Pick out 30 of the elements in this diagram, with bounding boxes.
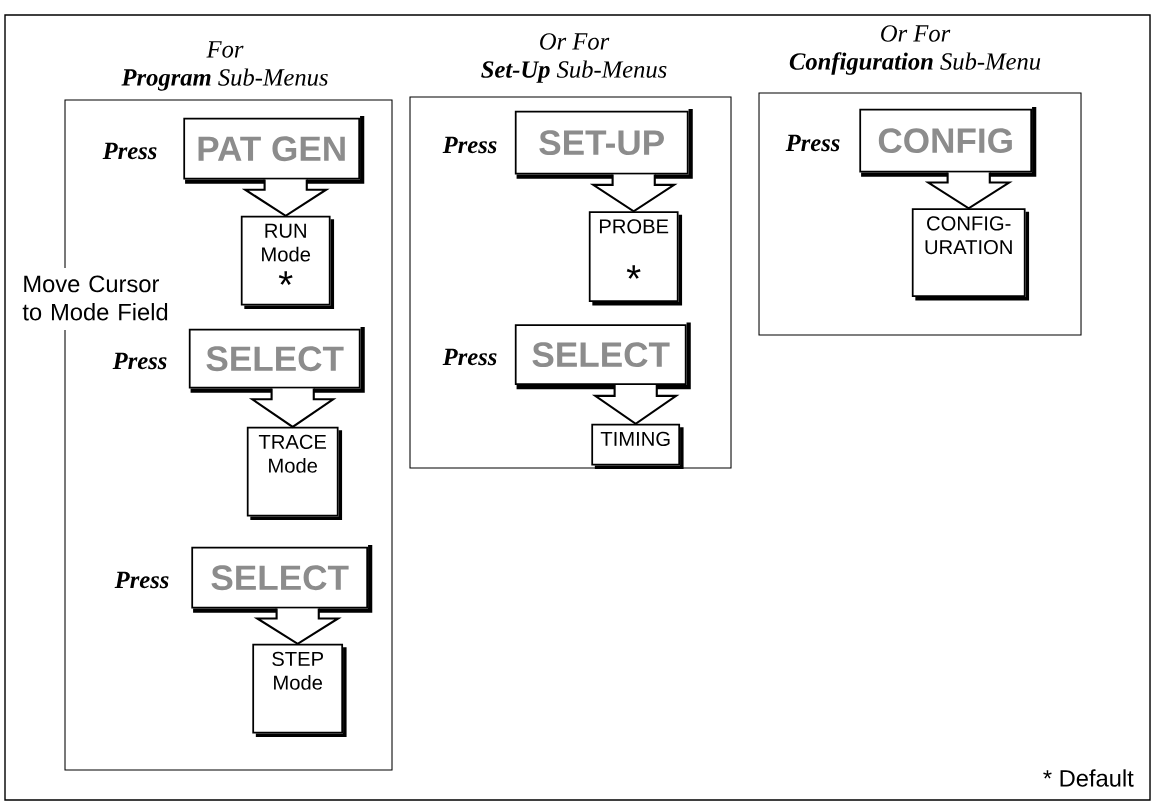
node-label: Configuration Sub-Menu bbox=[789, 52, 1041, 75]
block-arrow bbox=[924, 171, 1013, 210]
press-label: Press bbox=[112, 352, 167, 370]
key-button: SELECT bbox=[191, 545, 373, 613]
press-label: Press bbox=[442, 136, 497, 154]
key-button: SET-UP bbox=[514, 109, 693, 179]
press-label: Press bbox=[102, 142, 157, 160]
node-label: Set-Up Sub-Menus bbox=[481, 60, 667, 83]
mode-box: STEP Mode bbox=[252, 643, 347, 738]
key-button: PAT GEN bbox=[183, 116, 365, 184]
key-button: SELECT bbox=[188, 327, 365, 393]
block-arrow bbox=[248, 387, 337, 429]
block-arrow bbox=[253, 607, 342, 646]
legend-text: * Default bbox=[1043, 769, 1134, 787]
press-label: Press bbox=[785, 134, 840, 152]
block-arrow bbox=[591, 384, 680, 426]
node-label: Or For bbox=[881, 25, 951, 42]
mode-box: PROBE * bbox=[588, 211, 683, 306]
node-label: Or For bbox=[540, 33, 610, 50]
key-button: SELECT bbox=[514, 322, 691, 390]
block-arrow bbox=[589, 173, 678, 213]
mode-box: TRACE Mode bbox=[246, 426, 343, 521]
mode-box: TIMING bbox=[591, 423, 684, 470]
instruction-text: Move Cursor to Mode Field bbox=[22, 275, 168, 321]
key-button: CONFIG bbox=[859, 107, 1037, 177]
mode-box: CONFIG- URATION bbox=[911, 208, 1030, 301]
mode-box: RUN Mode * bbox=[240, 215, 335, 310]
press-label: Press bbox=[442, 348, 497, 366]
press-label: Press bbox=[114, 571, 169, 589]
block-arrow bbox=[241, 178, 330, 218]
